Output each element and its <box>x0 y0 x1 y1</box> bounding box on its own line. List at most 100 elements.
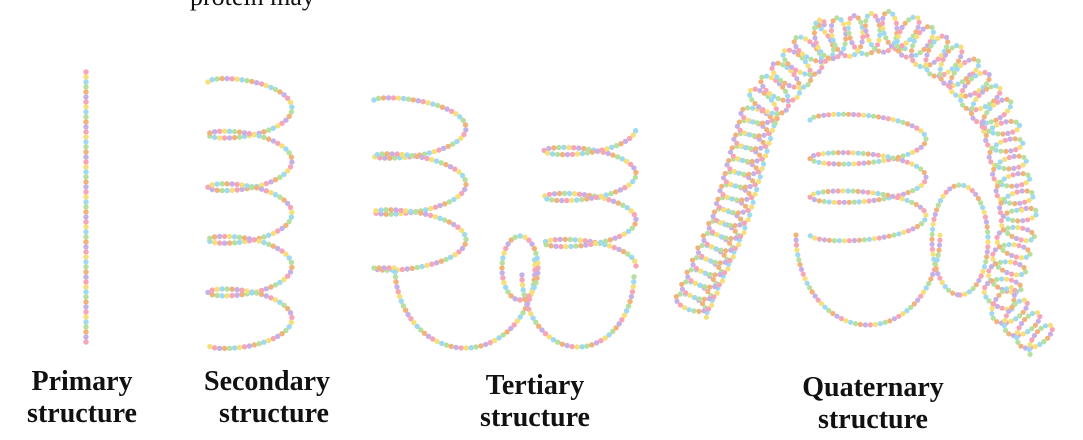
amino-acid-bead <box>288 205 293 210</box>
amino-acid-bead <box>630 289 635 294</box>
amino-acid-bead <box>1019 237 1024 242</box>
amino-acid-bead <box>863 23 868 28</box>
amino-acid-bead <box>1010 218 1015 223</box>
amino-acid-bead <box>930 227 935 232</box>
amino-acid-bead <box>429 157 434 162</box>
amino-acid-bead <box>83 264 88 269</box>
amino-acid-bead <box>829 33 834 38</box>
amino-acid-bead <box>517 233 522 238</box>
amino-acid-bead <box>685 270 690 275</box>
amino-acid-bead <box>998 260 1003 265</box>
amino-acid-bead <box>249 289 254 294</box>
amino-acid-bead <box>257 133 262 138</box>
amino-acid-bead <box>620 156 625 161</box>
amino-acid-bead <box>288 100 293 105</box>
amino-acid-bead <box>831 18 836 23</box>
amino-acid-bead <box>1003 259 1008 264</box>
amino-acid-bead <box>503 246 508 251</box>
amino-acid-bead <box>1017 154 1022 159</box>
amino-acid-bead <box>561 145 566 150</box>
amino-acid-bead <box>519 272 524 277</box>
amino-acid-bead <box>1020 188 1025 193</box>
amino-acid-bead <box>900 196 905 201</box>
amino-acid-bead <box>289 315 294 320</box>
amino-acid-bead <box>881 153 886 158</box>
amino-acid-bead <box>576 145 581 150</box>
amino-acid-bead <box>892 16 897 21</box>
amino-acid-bead <box>214 293 219 298</box>
amino-acid-bead <box>1016 171 1021 176</box>
amino-acid-bead <box>580 151 585 156</box>
amino-acid-bead <box>985 239 990 244</box>
amino-acid-bead <box>827 238 832 243</box>
amino-acid-bead <box>219 286 224 291</box>
amino-acid-bead <box>393 279 398 284</box>
amino-acid-bead <box>408 209 413 214</box>
amino-acid-bead <box>757 88 762 93</box>
amino-acid-bead <box>930 247 935 252</box>
amino-acid-bead <box>520 282 525 287</box>
amino-acid-bead <box>876 159 881 164</box>
amino-acid-bead <box>721 207 726 212</box>
amino-acid-bead <box>754 187 759 192</box>
amino-acid-bead <box>836 188 841 193</box>
amino-acid-bead <box>756 133 761 138</box>
amino-acid-bead <box>1029 190 1034 195</box>
amino-acid-bead <box>261 135 266 140</box>
amino-acid-bead <box>780 62 785 67</box>
amino-acid-bead <box>574 197 579 202</box>
amino-acid-bead <box>997 91 1002 96</box>
amino-acid-bead <box>866 160 871 165</box>
amino-acid-bead <box>872 236 877 241</box>
amino-acid-bead <box>449 344 454 349</box>
amino-acid-bead <box>413 210 418 215</box>
amino-acid-bead <box>862 237 867 242</box>
amino-acid-bead <box>234 293 239 298</box>
amino-acid-bead <box>222 234 227 239</box>
amino-acid-bead <box>949 75 954 80</box>
amino-acid-bead <box>785 98 790 103</box>
amino-acid-bead <box>388 207 393 212</box>
amino-acid-bead <box>212 135 217 140</box>
amino-acid-bead <box>846 26 851 31</box>
amino-acid-bead <box>548 238 553 243</box>
amino-acid-bead <box>905 160 910 165</box>
amino-acid-bead <box>83 294 88 299</box>
amino-acid-bead <box>259 292 264 297</box>
amino-acid-bead <box>864 52 869 57</box>
amino-acid-bead <box>885 193 890 198</box>
amino-acid-bead <box>414 154 419 159</box>
amino-acid-bead <box>999 276 1004 281</box>
amino-acid-bead <box>219 293 224 298</box>
amino-acid-bead <box>237 345 242 350</box>
amino-acid-bead <box>712 272 717 277</box>
amino-acid-bead <box>584 196 589 201</box>
amino-acid-bead <box>1009 319 1014 324</box>
amino-acid-bead <box>931 257 936 262</box>
amino-acid-bead <box>961 183 966 188</box>
amino-acid-bead <box>1020 218 1025 223</box>
amino-acid-bead <box>871 114 876 119</box>
amino-acid-bead <box>271 336 276 341</box>
amino-acid-bead <box>848 16 853 21</box>
amino-acid-bead <box>881 50 886 55</box>
amino-acid-bead <box>931 222 936 227</box>
amino-acid-bead <box>1022 200 1027 205</box>
amino-acid-bead <box>774 106 779 111</box>
amino-acid-bead <box>758 174 763 179</box>
amino-acid-bead <box>736 242 741 247</box>
amino-acid-bead <box>237 240 242 245</box>
amino-acid-bead <box>837 238 842 243</box>
amino-acid-bead <box>901 153 906 158</box>
amino-acid-bead <box>1004 277 1009 282</box>
amino-acid-bead <box>229 293 234 298</box>
amino-acid-bead <box>288 310 293 315</box>
amino-acid-bead <box>989 84 994 89</box>
amino-acid-bead <box>861 113 866 118</box>
amino-acid-bead <box>1022 298 1027 303</box>
amino-acid-bead <box>463 237 468 242</box>
amino-acid-bead <box>697 283 702 288</box>
amino-acid-bead <box>521 287 526 292</box>
amino-acid-bead <box>558 237 563 242</box>
amino-acid-bead <box>843 36 848 41</box>
